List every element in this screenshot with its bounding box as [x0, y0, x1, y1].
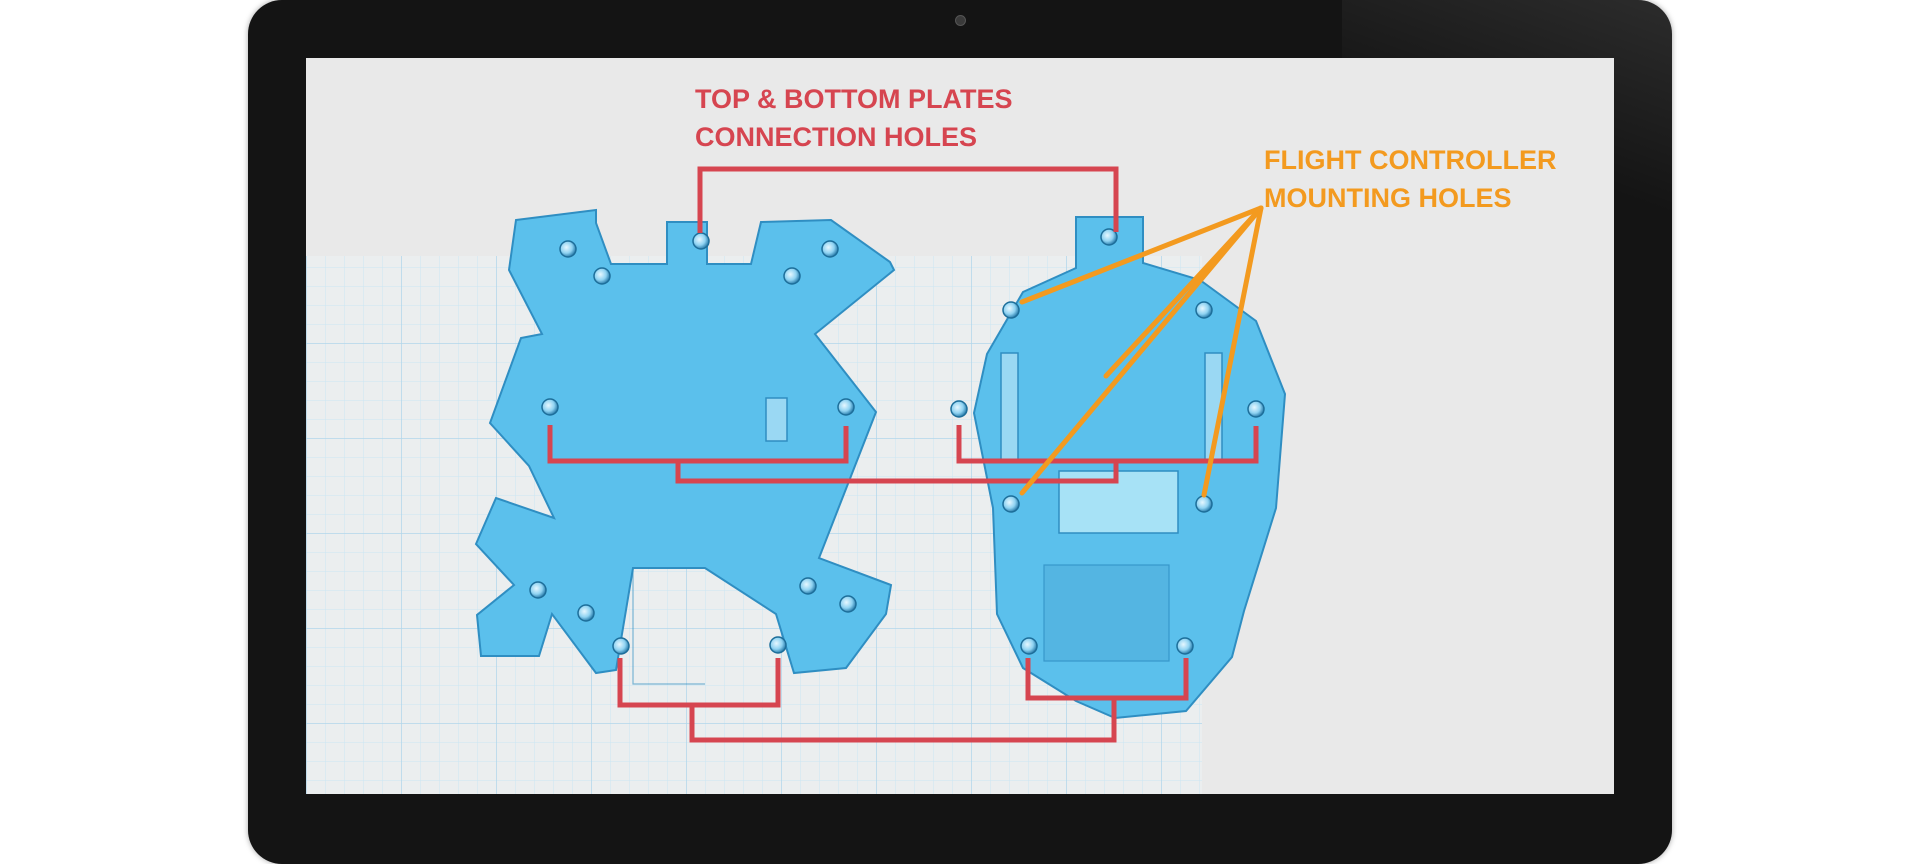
connection-holes-label-line1: TOP & BOTTOM PLATES: [695, 84, 1013, 114]
mounting-holes-label-line1: FLIGHT CONTROLLER: [1264, 145, 1556, 175]
mounting-holes-label-line2: MOUNTING HOLES: [1264, 183, 1512, 213]
tablet-screen: TOP & BOTTOM PLATES CONNECTION HOLES FLI…: [306, 58, 1614, 794]
connection-holes-label-line2: CONNECTION HOLES: [695, 122, 977, 152]
front-camera: [955, 15, 966, 26]
connection-brackets: [547, 166, 1259, 743]
screw-holes: [529, 228, 1265, 655]
mounting-pointers: [1019, 205, 1264, 498]
design-diagram: TOP & BOTTOM PLATES CONNECTION HOLES FLI…: [306, 84, 1556, 794]
